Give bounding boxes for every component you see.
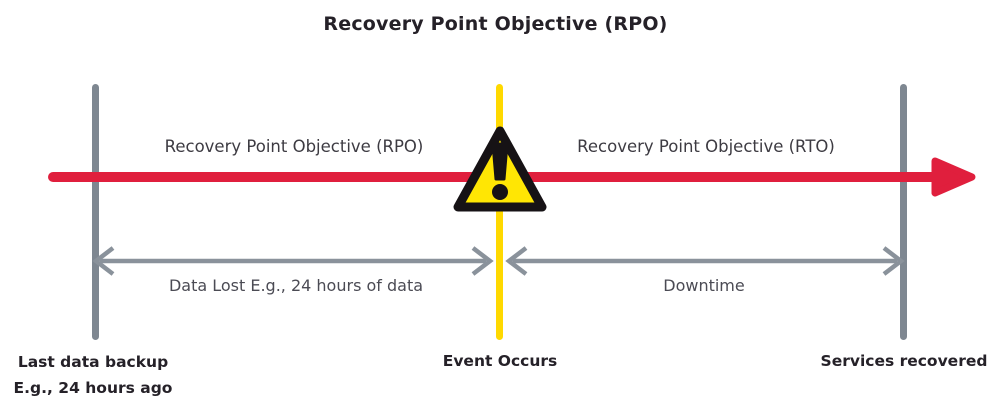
rpo-segment-label: Recovery Point Objective (RPO) [164, 137, 424, 156]
exclamation-dot [492, 184, 508, 200]
downtime-span-arrow [505, 246, 905, 276]
exclamation-bar [491, 142, 509, 181]
recovered-marker-line [900, 84, 907, 340]
recovered-marker-label: Services recovered [820, 352, 988, 370]
data-lost-span-arrow [92, 246, 494, 276]
timeline-arrowhead-icon [931, 157, 976, 197]
data-lost-label: Data Lost E.g., 24 hours of data [168, 276, 424, 295]
backup-marker-line [92, 84, 99, 340]
downtime-label: Downtime [663, 276, 745, 295]
warning-triangle-icon [453, 126, 547, 212]
diagram-title: Recovery Point Objective (RPO) [323, 13, 668, 35]
event-marker-line [496, 84, 503, 340]
backup-marker-label-line1: Last data backup [17, 353, 169, 371]
event-marker-label: Event Occurs [442, 352, 558, 370]
backup-marker-label-line2: E.g., 24 hours ago [13, 379, 173, 397]
rto-segment-label: Recovery Point Objective (RTO) [577, 137, 835, 156]
backup-marker-label: Last data backup E.g., 24 hours ago [0, 349, 186, 401]
